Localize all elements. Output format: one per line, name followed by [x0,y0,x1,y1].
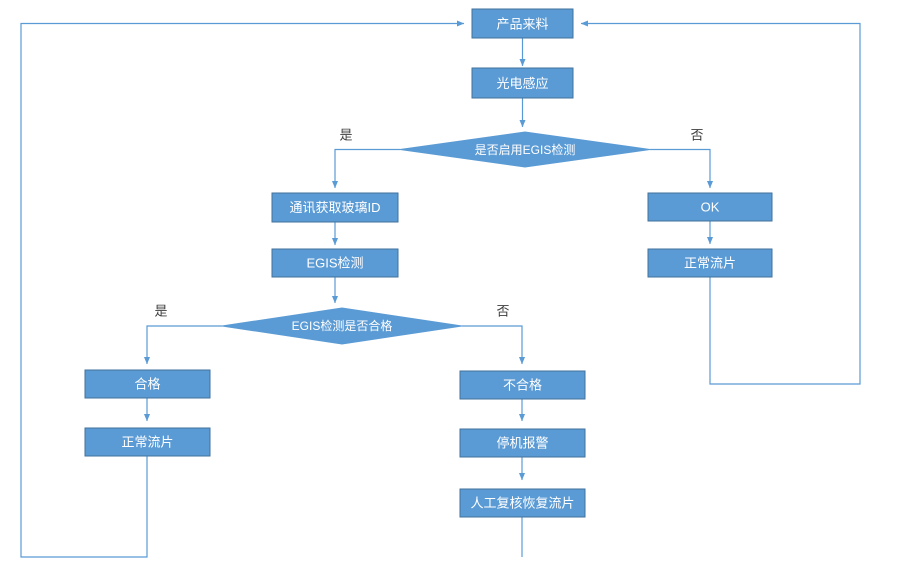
node-alarm[interactable]: 停机报警 [459,428,586,458]
node-pass-shape[interactable] [84,369,211,399]
node-start[interactable]: 产品来料 [471,8,574,39]
edge-enable-no-to-ok [650,148,714,189]
node-normal-left[interactable]: 正常流片 [84,427,211,457]
edge-label-pass-no: 否 [496,304,509,319]
node-manual[interactable]: 人工复核恢复流片 [459,488,586,518]
edge-label-enable-yes: 是 [339,128,352,143]
node-ok[interactable]: OK [647,192,773,222]
node-egis-check[interactable]: EGIS检测 [271,248,399,278]
node-decision-pass-shape[interactable] [221,307,463,345]
edge-pass-no-to-fail [462,325,526,365]
edge-label-layer: 是 否 是 否 [154,128,703,319]
node-get-id[interactable]: 通讯获取玻璃ID [271,192,399,223]
node-pass[interactable]: 合格 [84,369,211,399]
node-normal-right[interactable]: 正常流片 [647,248,773,278]
edge-normal-right-loop-to-start [580,20,861,385]
node-get-id-shape[interactable] [271,192,399,223]
node-layer: 产品来料 光电感应 是否启用EGIS检测 通讯获取玻璃ID EGIS检测 [84,8,773,518]
node-manual-shape[interactable] [459,488,586,518]
edge-label-enable-no: 否 [690,128,703,143]
node-decision-enable-shape[interactable] [399,131,651,168]
node-decision-pass[interactable]: EGIS检测是否合格 [221,307,463,345]
node-fail[interactable]: 不合格 [459,370,586,400]
edge-pass-yes-to-pass [143,325,222,365]
edge-label-pass-yes: 是 [154,304,167,319]
node-egis-check-shape[interactable] [271,248,399,278]
node-fail-shape[interactable] [459,370,586,400]
edge-enable-yes-to-get-id [331,148,400,189]
edge-normal-left-loop-to-start [20,20,465,558]
node-sensor[interactable]: 光电感应 [471,67,574,99]
node-alarm-shape[interactable] [459,428,586,458]
node-ok-shape[interactable] [647,192,773,222]
node-sensor-shape[interactable] [471,67,574,99]
node-normal-left-shape[interactable] [84,427,211,457]
node-normal-right-shape[interactable] [647,248,773,278]
node-start-shape[interactable] [471,8,574,39]
node-decision-enable[interactable]: 是否启用EGIS检测 [399,131,651,168]
edge-layer [20,20,861,558]
